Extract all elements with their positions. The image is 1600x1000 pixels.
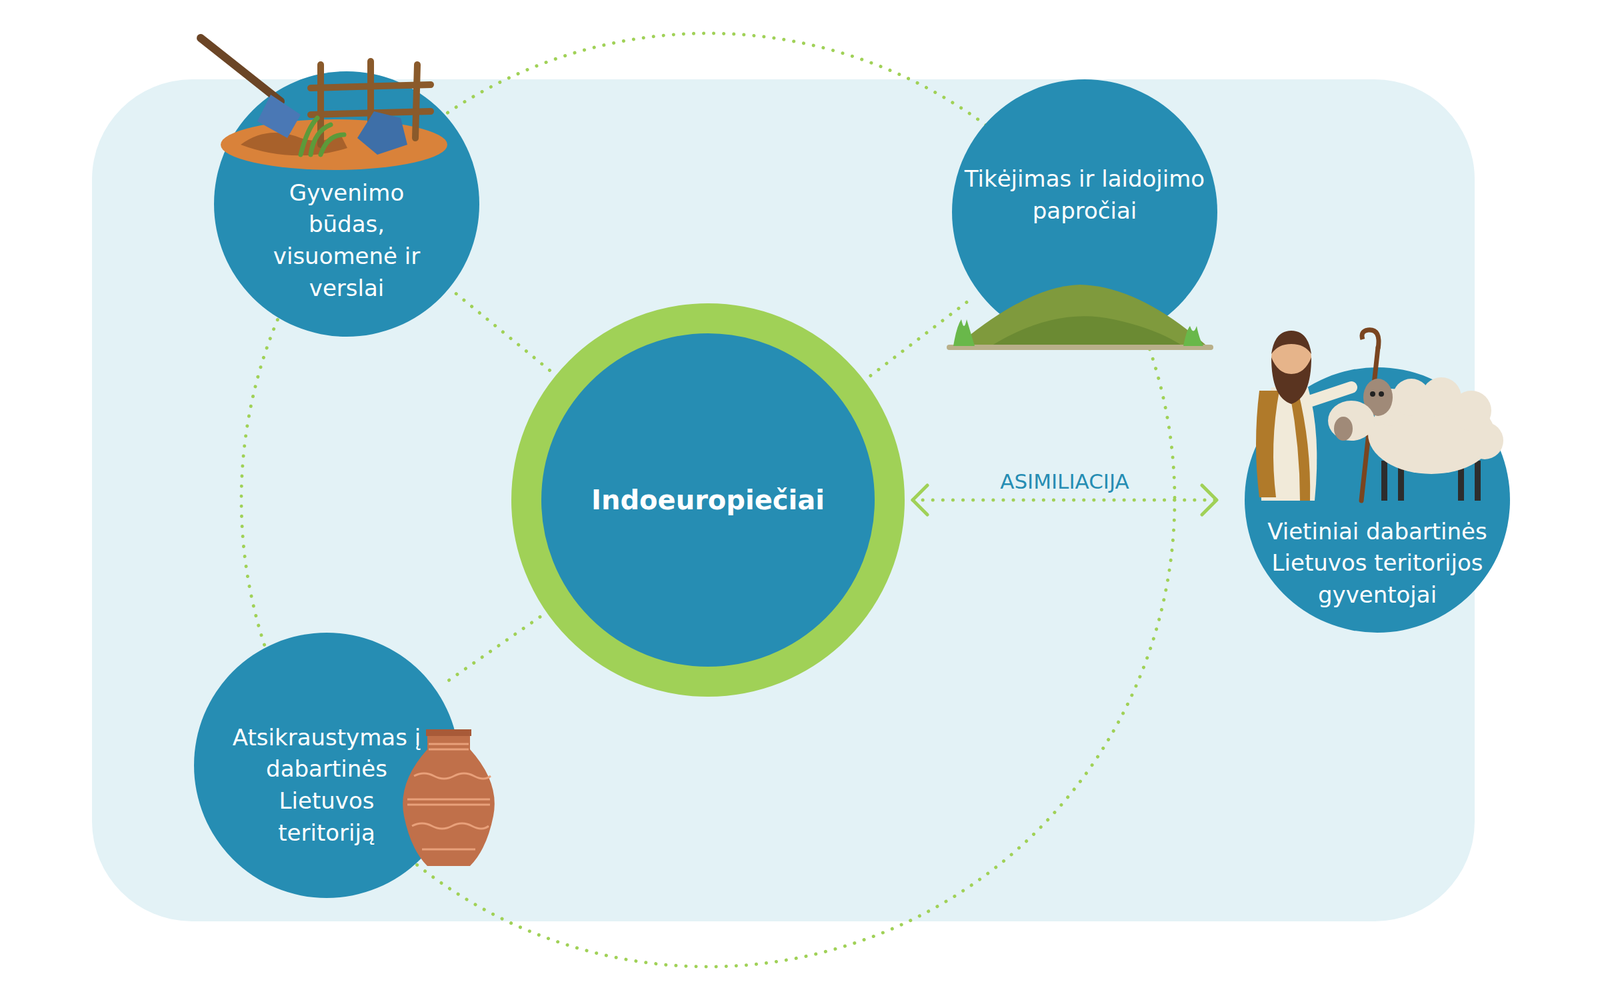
topic-text: Vietiniai dabartinės Lietuvos teritorijo…	[1247, 516, 1508, 612]
topic-text: Atsikraustymas į dabartinės Lietuvos ter…	[230, 722, 424, 849]
edge-label: ASIMILIACIJA	[996, 469, 1134, 494]
central-title: Indoeuropiečiai	[568, 481, 848, 519]
people-circle: Vietiniai dabartinės Lietuvos teritorijo…	[1244, 367, 1510, 633]
topic-text: Gyvenimo būdas, visuomenė ir verslai	[263, 177, 430, 304]
topic-text: Tikėjimas ir laidojimo papročiai	[961, 163, 1208, 227]
topic-circle: Atsikraustymas į dabartinės Lietuvos ter…	[194, 632, 460, 898]
illustration	[200, 38, 454, 185]
dotted-connector	[455, 293, 550, 371]
topic-circle: Tikėjimas ir laidojimo papročiai	[952, 79, 1218, 345]
illustration	[1244, 327, 1512, 514]
topic-circle: Gyvenimo būdas, visuomenė ir verslai	[214, 71, 480, 337]
central-circle: Indoeuropiečiai	[511, 303, 905, 697]
dotted-connector	[442, 616, 540, 685]
illustration	[946, 279, 1214, 353]
